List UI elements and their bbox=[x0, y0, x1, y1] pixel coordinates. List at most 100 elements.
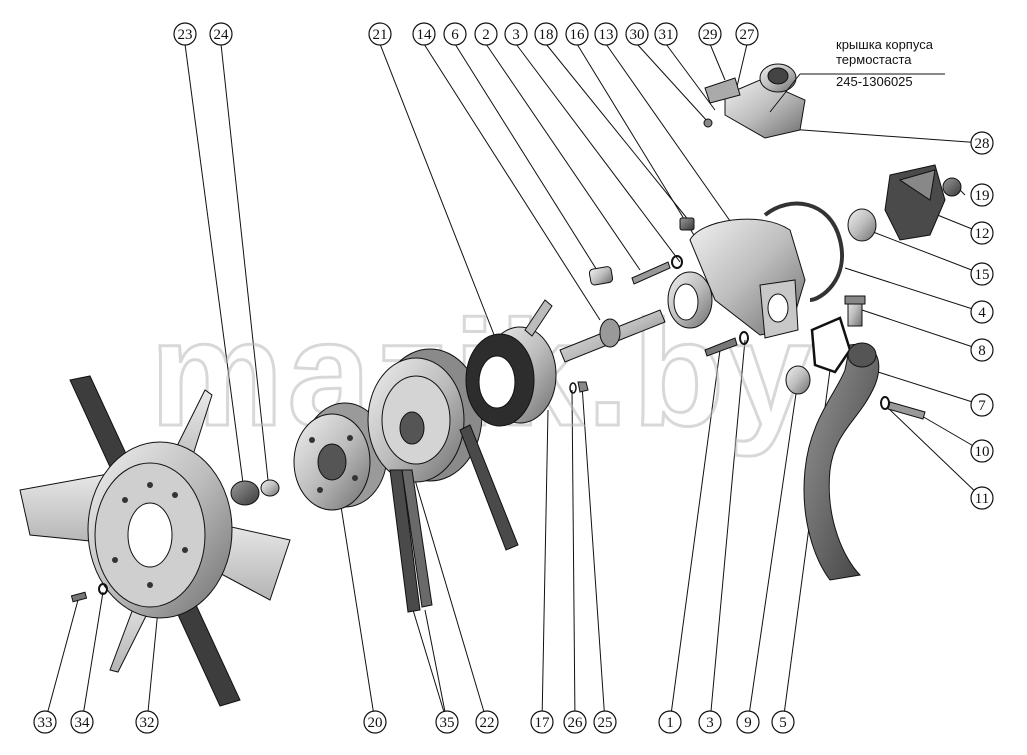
callout-circle bbox=[530, 710, 554, 734]
callout-circle bbox=[970, 300, 994, 324]
note-line-2: термостаста bbox=[836, 52, 912, 67]
callout-number: 21 bbox=[373, 27, 388, 43]
plug-6 bbox=[588, 266, 614, 286]
callout-number: 8 bbox=[978, 343, 986, 359]
bolt-10 bbox=[887, 401, 926, 420]
callout-29: 29 bbox=[698, 22, 722, 46]
callout-22: 22 bbox=[475, 710, 499, 734]
callout-15: 15 bbox=[970, 262, 994, 286]
pump-housing-13 bbox=[667, 201, 844, 339]
callout-33: 33 bbox=[33, 710, 57, 734]
callout-circle bbox=[368, 22, 392, 46]
callout-32: 32 bbox=[135, 710, 159, 734]
callout-circle bbox=[363, 710, 387, 734]
callout-17: 17 bbox=[530, 710, 554, 734]
seal-15 bbox=[847, 208, 877, 242]
callout-number: 5 bbox=[779, 715, 787, 731]
callout-12: 12 bbox=[970, 221, 994, 245]
callout-circle bbox=[209, 22, 233, 46]
callout-number: 15 bbox=[975, 267, 990, 283]
callout-13: 13 bbox=[594, 22, 618, 46]
callout-16: 16 bbox=[565, 22, 589, 46]
callout-circle bbox=[735, 22, 759, 46]
callout-circle bbox=[654, 22, 678, 46]
callout-number: 23 bbox=[178, 27, 193, 43]
washer-11 bbox=[880, 396, 890, 410]
belts-35 bbox=[389, 424, 519, 613]
callout-circle bbox=[412, 22, 436, 46]
callout-circle bbox=[698, 22, 722, 46]
callout-number: 35 bbox=[440, 715, 455, 731]
callout-circle bbox=[534, 22, 558, 46]
callout-19: 19 bbox=[970, 183, 994, 207]
hub-20 bbox=[293, 402, 388, 511]
plug-23 bbox=[230, 480, 260, 506]
callout-number: 9 bbox=[744, 715, 752, 731]
fitting-8 bbox=[844, 295, 866, 327]
callout-21: 21 bbox=[368, 22, 392, 46]
callout-circle bbox=[970, 262, 994, 286]
callout-circle bbox=[504, 22, 528, 46]
callout-number: 32 bbox=[140, 715, 155, 731]
callout-circle bbox=[594, 22, 618, 46]
callout-number: 7 bbox=[978, 398, 986, 414]
callout-circle bbox=[970, 338, 994, 362]
callout-35: 35 bbox=[435, 710, 459, 734]
bracket-29 bbox=[704, 77, 741, 104]
callout-number: 17 bbox=[535, 715, 551, 731]
callout-number: 2 bbox=[482, 27, 490, 43]
callout-circle bbox=[658, 710, 682, 734]
nut-30 bbox=[703, 118, 713, 128]
pipe-7 bbox=[803, 342, 880, 581]
callout-14: 14 bbox=[412, 22, 436, 46]
callout-circle bbox=[443, 22, 467, 46]
callout-7: 7 bbox=[970, 393, 994, 417]
callout-circle bbox=[771, 710, 795, 734]
callout-circle bbox=[435, 710, 459, 734]
impeller-12 bbox=[884, 164, 946, 241]
callout-circle bbox=[474, 22, 498, 46]
callout-number: 25 bbox=[598, 715, 613, 731]
nut-25 bbox=[577, 381, 589, 393]
callout-11: 11 bbox=[970, 486, 994, 510]
callout-number: 13 bbox=[599, 27, 614, 43]
callout-18: 18 bbox=[534, 22, 558, 46]
sleeve-9 bbox=[785, 365, 811, 395]
bolt-33 bbox=[70, 591, 88, 603]
callout-9: 9 bbox=[736, 710, 760, 734]
callout-3: 3 bbox=[698, 710, 722, 734]
callout-circle bbox=[970, 486, 994, 510]
callout-number: 24 bbox=[214, 27, 230, 43]
callout-number: 22 bbox=[480, 715, 495, 731]
thermostat-cover-28 bbox=[724, 63, 806, 139]
bolt-2 bbox=[631, 261, 671, 285]
callout-circle bbox=[135, 710, 159, 734]
callout-number: 16 bbox=[570, 27, 586, 43]
callout-4: 4 bbox=[970, 300, 994, 324]
callout-number: 20 bbox=[368, 715, 383, 731]
leader-lines bbox=[44, 43, 983, 723]
callout-number: 30 bbox=[630, 27, 645, 43]
bolt-1 bbox=[704, 337, 738, 357]
callout-circle bbox=[970, 393, 994, 417]
callout-10: 10 bbox=[970, 439, 994, 463]
callout-27: 27 bbox=[735, 22, 759, 46]
fan bbox=[19, 375, 291, 707]
bearing-21 bbox=[465, 299, 557, 427]
callout-circle bbox=[736, 710, 760, 734]
callout-number: 14 bbox=[417, 27, 433, 43]
callout-24: 24 bbox=[209, 22, 233, 46]
callout-circle bbox=[565, 22, 589, 46]
cap-19 bbox=[942, 177, 962, 197]
note-line-3: 245-1306025 bbox=[836, 74, 913, 89]
callout-number: 11 bbox=[975, 491, 989, 507]
callout-number: 29 bbox=[703, 27, 718, 43]
callout-number: 18 bbox=[539, 27, 554, 43]
note-thermostat-cover: крышка корпуса термостаста 245-1306025 bbox=[769, 37, 945, 113]
callout-number: 1 bbox=[666, 715, 674, 731]
callout-number: 27 bbox=[740, 27, 756, 43]
callout-circle bbox=[970, 439, 994, 463]
callout-circle bbox=[173, 22, 197, 46]
